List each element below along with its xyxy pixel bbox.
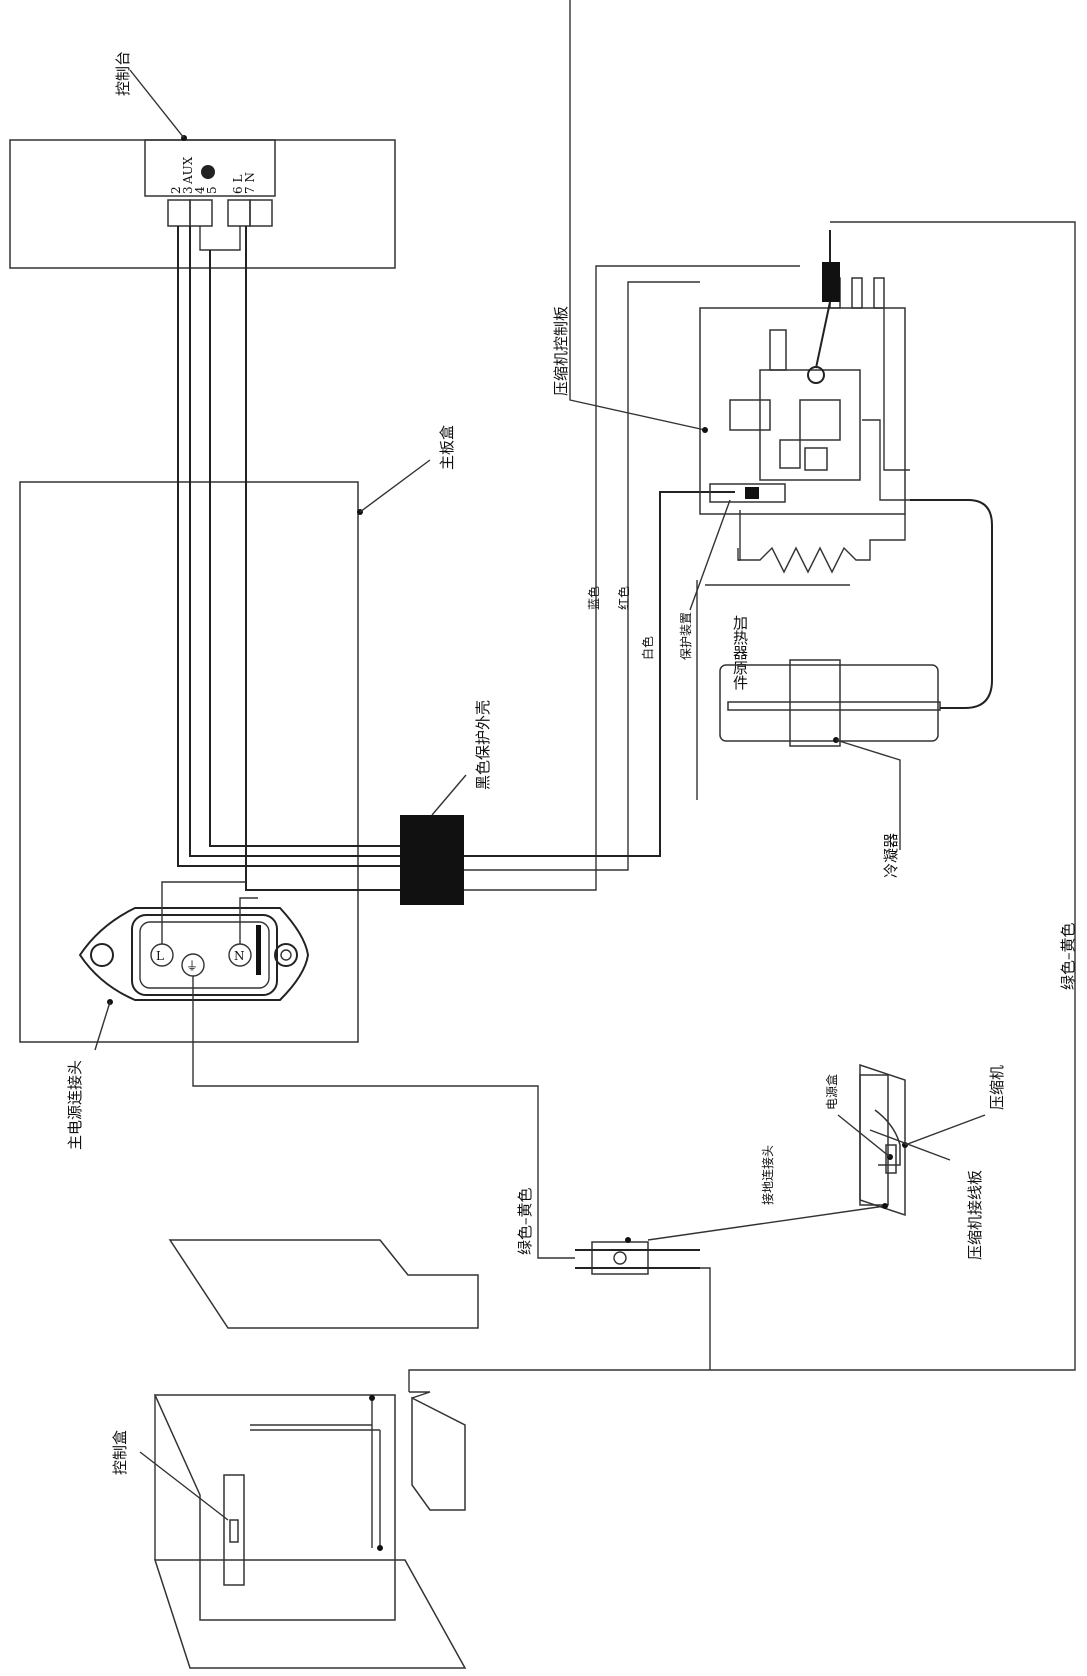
control-wires — [177, 226, 400, 891]
compressor-terminal-board-label: 压缩机接线板 — [966, 1170, 984, 1260]
connector-live-symbol: L — [156, 949, 164, 963]
green-yellow-left-label: 绿色–黄色 — [516, 1187, 534, 1255]
main-power-connector-label: 主电源连接头 — [66, 1060, 84, 1150]
terminal-4: 4 — [193, 186, 207, 194]
control-panel-label: 控制台 — [114, 51, 132, 96]
main-board-box — [19, 459, 431, 1043]
floor-plate — [168, 1239, 479, 1329]
terminal-aux: AUX — [181, 156, 195, 185]
compressor-label: 压缩机 — [988, 1065, 1006, 1110]
connector-earth-symbol: ⏚ — [186, 959, 198, 973]
heater-element-label: 加热器原件 — [731, 615, 749, 690]
ground-connector — [575, 1205, 886, 1370]
terminal-5: 5 — [205, 186, 219, 194]
green-yellow-right-label: 绿色–黄色 — [1059, 922, 1077, 990]
black-protective-shell — [400, 815, 464, 905]
power-box-label: 电源盒 — [824, 1074, 839, 1110]
terminal-2: 2 — [169, 186, 183, 194]
terminal-7: 7 N — [243, 172, 257, 194]
black-protective-shell-label: 黑色保护外壳 — [474, 700, 492, 790]
control-box-label: 控制盒 — [111, 1430, 129, 1475]
board-wires — [464, 265, 800, 891]
terminal-6: 6 L — [231, 175, 245, 194]
connector-neutral-symbol: N — [234, 949, 245, 963]
protection-device-label: 保护装置 — [679, 612, 693, 660]
main-power-connector — [78, 881, 575, 1259]
red-wire-label: 红色 — [616, 586, 631, 610]
control-panel — [9, 69, 396, 269]
white-wire-label: 白色 — [640, 636, 655, 660]
blue-wire-label: 蓝色 — [587, 586, 601, 610]
control-box — [139, 1391, 467, 1669]
main-board-box-label: 主板盒 — [438, 425, 456, 470]
heater-element — [705, 514, 906, 586]
terminal-3: 3 — [181, 186, 195, 194]
ground-connector-label: 接地连接头 — [760, 1145, 775, 1205]
compressor-control-board-label: 压缩机控制板 — [552, 306, 570, 396]
compressor-control-board — [408, 0, 1076, 1392]
protection-device — [689, 499, 731, 800]
condenser — [719, 499, 993, 850]
compressor — [837, 1063, 986, 1217]
condenser-label: 冷凝器 — [882, 833, 900, 878]
